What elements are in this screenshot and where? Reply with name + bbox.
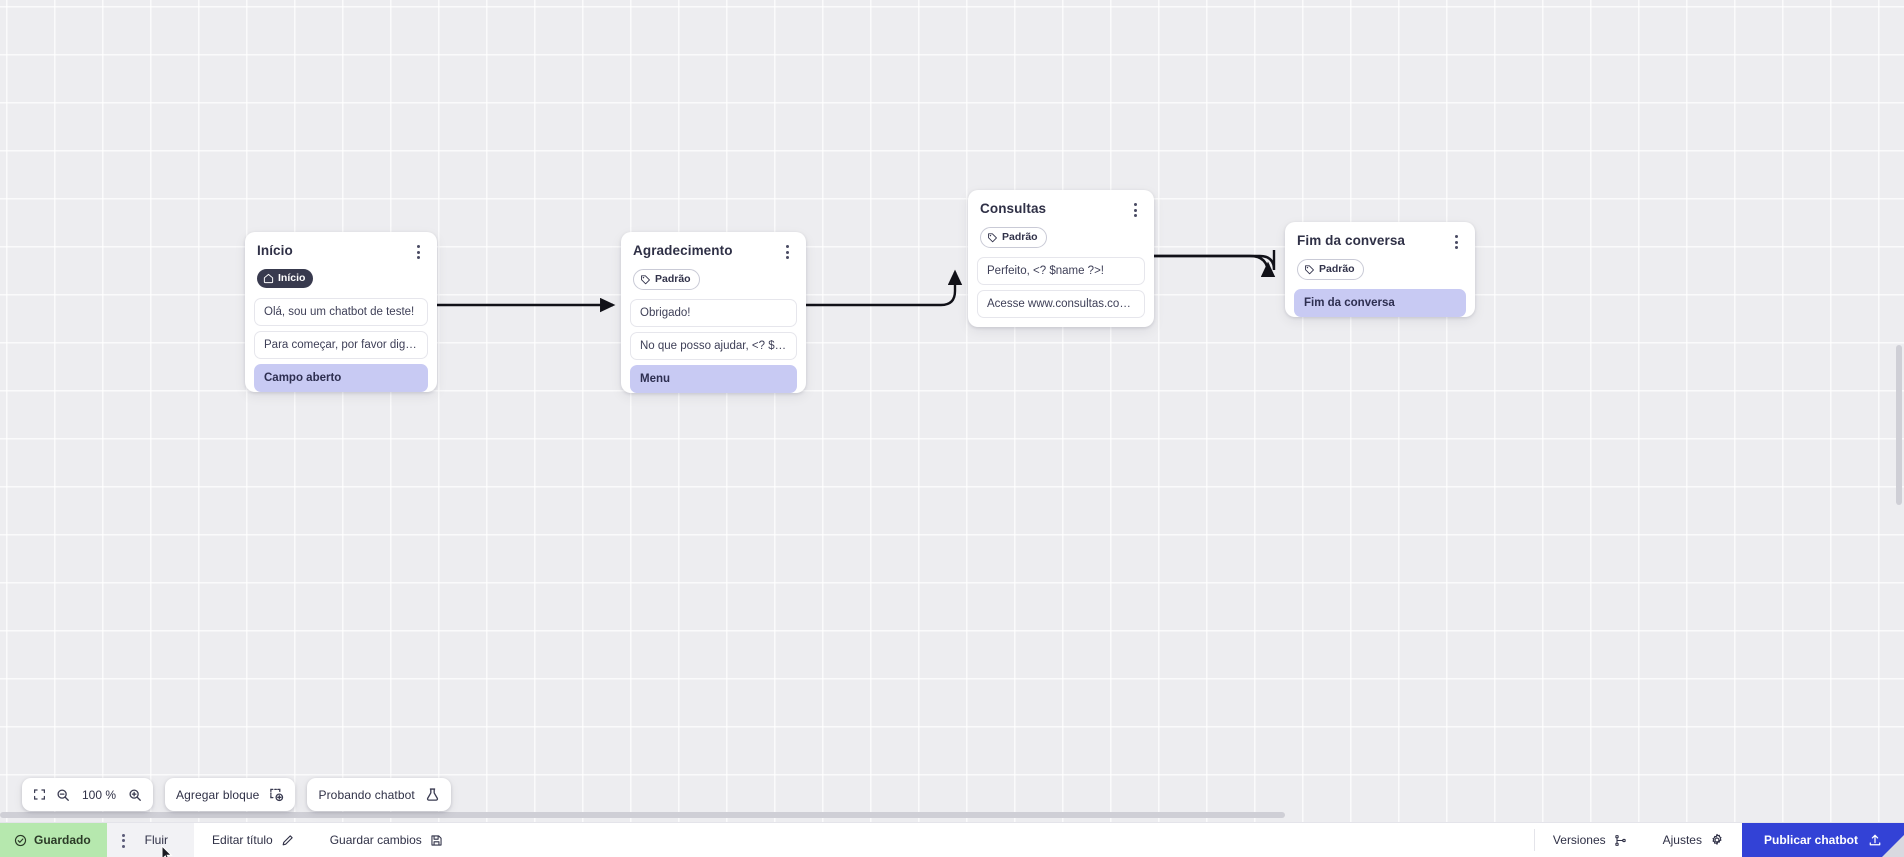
node-badge-default[interactable]: Padrão — [980, 227, 1047, 248]
node-row[interactable]: Acesse www.consultas.com par... — [977, 290, 1145, 318]
node-menu-button[interactable] — [780, 243, 794, 261]
settings-label: Ajustes — [1662, 833, 1702, 847]
publish-label: Publicar chatbot — [1763, 833, 1858, 847]
edit-title-button[interactable]: Editar título — [194, 823, 312, 857]
edge-consultas-fim-arrow — [1152, 256, 1274, 272]
node-menu-button[interactable] — [411, 243, 425, 261]
fit-screen-icon[interactable] — [33, 788, 46, 801]
edit-title-label: Editar título — [212, 833, 273, 847]
node-title: Consultas — [980, 201, 1047, 216]
divider — [1533, 829, 1535, 851]
node-title: Início — [257, 243, 293, 258]
settings-button[interactable]: Ajustes — [1645, 823, 1742, 857]
flow-node-consultas[interactable]: Consultas Padrão Perfeito, <? $name ?>! … — [968, 190, 1154, 327]
canvas-toolbar: 100 % Agregar bloque Probando chatbot — [22, 778, 451, 811]
zoom-level-label: 100 % — [81, 787, 117, 802]
node-badge-label: Padrão — [655, 273, 691, 286]
tag-icon — [987, 232, 998, 243]
saved-label: Guardado — [34, 833, 91, 847]
versions-label: Versiones — [1552, 833, 1606, 847]
publish-chatbot-button[interactable]: Publicar chatbot — [1741, 823, 1904, 857]
node-row-highlight[interactable]: Campo aberto — [254, 364, 428, 392]
node-row-highlight[interactable]: Menu — [630, 365, 797, 393]
node-rows: Fim da conversa — [1285, 289, 1475, 317]
edge-consultas-fim-tail — [1152, 256, 1272, 270]
node-badge-row: Padrão — [1285, 251, 1475, 289]
node-header: Consultas — [968, 200, 1154, 219]
add-block-label: Agregar bloque — [176, 787, 260, 802]
status-bar-right: Versiones Ajustes — [1533, 823, 1904, 857]
node-title: Agradecimento — [633, 243, 733, 258]
mouse-cursor — [161, 845, 173, 857]
edge-consultas-fim-down — [1152, 256, 1270, 274]
edge-consultas-fim-real — [1152, 256, 1272, 273]
node-badge-default[interactable]: Padrão — [633, 269, 700, 290]
zoom-out-icon[interactable] — [56, 788, 70, 802]
edge-consultas-fim — [1152, 250, 1276, 271]
node-badge-label: Padrão — [1002, 231, 1038, 244]
flask-icon — [425, 787, 440, 802]
versions-button[interactable]: Versiones — [1535, 823, 1645, 857]
test-chatbot-button[interactable]: Probando chatbot — [307, 778, 451, 811]
saved-badge: Guardado — [0, 823, 107, 857]
edge-consultas-fim-final — [1152, 254, 1276, 277]
gear-icon — [1710, 833, 1724, 847]
node-row[interactable]: Perfeito, <? $name ?>! — [977, 257, 1145, 285]
node-rows: Perfeito, <? $name ?>! Acesse www.consul… — [968, 257, 1154, 318]
flow-menu-button[interactable] — [117, 832, 131, 850]
node-rows: Obrigado! No que posso ajudar, <? $name … — [621, 299, 806, 393]
upload-icon — [1868, 833, 1882, 847]
add-block-button[interactable]: Agregar bloque — [165, 778, 296, 811]
node-badge-row: Início — [245, 261, 437, 298]
zoom-in-icon[interactable] — [128, 788, 142, 802]
tag-icon — [640, 274, 651, 285]
node-header: Fim da conversa — [1285, 232, 1475, 251]
flow-node-fim-da-conversa[interactable]: Fim da conversa Padrão Fim da conversa — [1285, 222, 1475, 317]
node-badge-start[interactable]: Início — [257, 269, 314, 288]
vertical-scrollbar[interactable] — [1896, 345, 1902, 505]
node-badge-row: Padrão — [621, 261, 806, 299]
node-row[interactable]: No que posso ajudar, <? $name ... — [630, 332, 797, 360]
tag-icon — [1304, 264, 1315, 275]
node-title: Fim da conversa — [1297, 233, 1406, 248]
node-row[interactable]: Para começar, por favor digite o ... — [254, 331, 428, 359]
node-row[interactable]: Olá, sou um chatbot de teste! — [254, 298, 428, 326]
flow-connectors — [437, 250, 1276, 313]
flow-node-agradecimento[interactable]: Agradecimento Padrão Obrigado! No que po… — [621, 232, 806, 393]
floppy-icon — [430, 834, 443, 847]
save-changes-label: Guardar cambios — [329, 833, 422, 847]
branch-icon — [1614, 834, 1627, 847]
save-changes-button[interactable]: Guardar cambios — [312, 823, 461, 857]
flow-label: Fluir — [144, 833, 169, 847]
node-badge-default[interactable]: Padrão — [1297, 259, 1364, 280]
edge-agradecimento-consultas — [806, 269, 963, 307]
node-header: Início — [245, 242, 437, 261]
pencil-icon — [281, 834, 294, 847]
flow-canvas[interactable]: Início Início Olá, sou um chatbot de tes… — [0, 0, 1904, 822]
test-chatbot-label: Probando chatbot — [318, 787, 415, 802]
check-circle-icon — [14, 834, 27, 847]
node-header: Agradecimento — [621, 242, 806, 261]
node-row[interactable]: Obrigado! — [630, 299, 797, 327]
node-badge-row: Padrão — [968, 219, 1154, 257]
node-menu-button[interactable] — [1449, 233, 1463, 251]
node-rows: Olá, sou um chatbot de teste! Para começ… — [245, 298, 437, 392]
node-badge-label: Início — [278, 272, 306, 285]
flow-node-inicio[interactable]: Início Início Olá, sou um chatbot de tes… — [245, 232, 437, 392]
home-icon — [263, 273, 274, 284]
add-block-icon — [269, 787, 284, 802]
status-bar: Guardado Fluir Editar título Guardar cam… — [0, 822, 1904, 857]
flow-tab[interactable]: Fluir — [106, 823, 195, 857]
zoom-controls: 100 % — [22, 778, 153, 811]
resize-corner[interactable] — [1882, 835, 1904, 857]
node-row-highlight[interactable]: Fim da conversa — [1294, 289, 1466, 317]
horizontal-scrollbar[interactable] — [0, 812, 1285, 818]
node-menu-button[interactable] — [1128, 201, 1142, 219]
node-badge-label: Padrão — [1319, 263, 1355, 276]
